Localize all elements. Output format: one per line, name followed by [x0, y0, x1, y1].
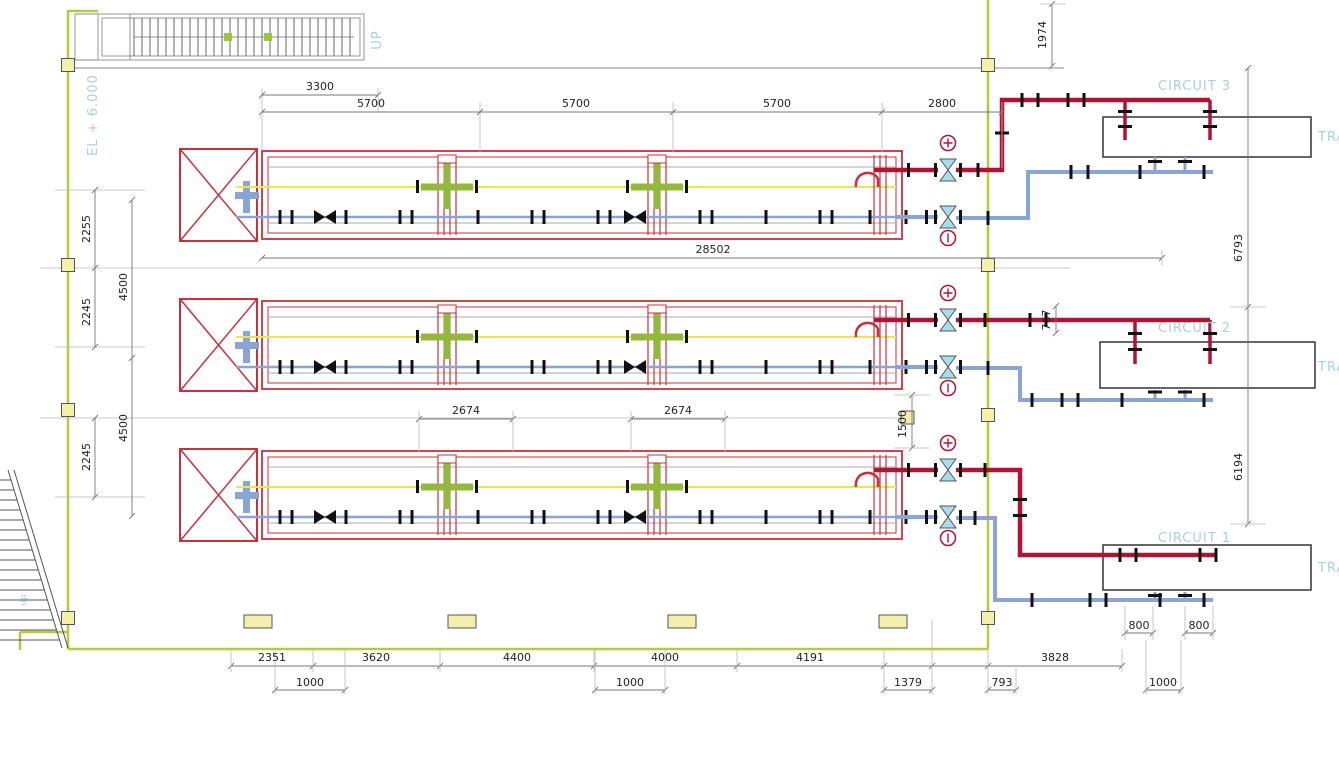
dim-3620-label: 3620 — [362, 651, 390, 664]
dim-2800-label: 2800 — [928, 97, 956, 110]
up-label-bottom: up — [19, 594, 29, 606]
annotation-labels: UP EL + 6.000 up CIRCUIT 3 CIRCUIT 2 CIR… — [19, 30, 1339, 605]
dim-5700-label-2: 5700 — [562, 97, 590, 110]
dim-2351-label: 2351 — [258, 651, 286, 664]
transformer-3 — [1102, 116, 1312, 158]
machine-row-2 — [180, 299, 938, 391]
return-valve-icon — [939, 505, 957, 529]
dim-1500-label: 1500 — [896, 410, 909, 438]
dim-2255-label: 2255 — [80, 215, 93, 243]
dimension-labels: 3300 5700 5700 5700 2800 28502 1974 2255… — [80, 21, 1245, 689]
dim-6194-label: 6194 — [1232, 453, 1245, 481]
dim-4400-label: 4400 — [503, 651, 531, 664]
building-walls — [18, 0, 1070, 651]
dim-3300-label: 3300 — [306, 80, 334, 93]
supply-valve-icon — [939, 458, 957, 482]
dim-28502-label: 28502 — [696, 243, 731, 256]
dim-6793-label: 6793 — [1232, 234, 1245, 262]
supply-valve-icon — [939, 308, 957, 332]
circuit-3-label: CIRCUIT 3 — [1158, 79, 1231, 94]
dim-3828-label: 3828 — [1041, 651, 1069, 664]
dim-1000-label-3: 1000 — [1149, 676, 1177, 689]
dimension-lines — [91, 0, 1266, 694]
dim-2245-label-2: 2245 — [80, 443, 93, 471]
dim-767-label: 767 — [1040, 310, 1053, 331]
piping-circuit-2 — [956, 313, 1217, 407]
dim-1974-label: 1974 — [1036, 21, 1049, 49]
dim-2245-label-1: 2245 — [80, 298, 93, 326]
stair-marker — [264, 33, 272, 41]
machine-row-1 — [180, 449, 938, 541]
transformer-3-label: TRAN — [1317, 130, 1339, 145]
structural-columns — [61, 58, 995, 629]
dim-4500-label-1: 4500 — [117, 273, 130, 301]
stair-marker — [224, 33, 232, 41]
dim-4500-label-2: 4500 — [117, 414, 130, 442]
circuit-1-label: CIRCUIT 1 — [1158, 531, 1231, 546]
transformer-2-label: TRAN — [1317, 360, 1339, 375]
dim-800-label-1: 800 — [1129, 619, 1150, 632]
dim-5700-label-1: 5700 — [357, 97, 385, 110]
supply-valve-icon — [939, 158, 957, 182]
elevation-label: EL + 6.000 — [86, 74, 101, 156]
staircase-top — [74, 13, 365, 61]
dim-793-label: 793 — [992, 676, 1013, 689]
transformer-boxes — [1099, 116, 1316, 591]
dim-4000-label: 4000 — [651, 651, 679, 664]
transformer-1-label: TRAN — [1317, 561, 1339, 576]
dim-1000-label-1: 1000 — [296, 676, 324, 689]
staircase-bottom — [0, 469, 69, 649]
dim-800-label-2: 800 — [1189, 619, 1210, 632]
dim-2674-label-2: 2674 — [664, 404, 692, 417]
transformer-1 — [1102, 544, 1312, 591]
return-valve-icon — [939, 205, 957, 229]
valve-set-circuit-1 — [934, 434, 962, 547]
piping-circuit-1 — [956, 463, 1218, 607]
circuit-2-label: CIRCUIT 2 — [1158, 321, 1231, 336]
valve-set-circuit-2 — [934, 284, 962, 397]
machine-row-3 — [180, 149, 938, 241]
dim-1379-label: 1379 — [894, 676, 922, 689]
dim-5700-label-3: 5700 — [763, 97, 791, 110]
valve-set-circuit-3 — [934, 134, 962, 247]
dim-2674-label-1: 2674 — [452, 404, 480, 417]
return-valve-icon — [939, 355, 957, 379]
dim-4191-label: 4191 — [796, 651, 824, 664]
dim-1000-label-2: 1000 — [616, 676, 644, 689]
up-label-top: UP — [370, 30, 385, 49]
